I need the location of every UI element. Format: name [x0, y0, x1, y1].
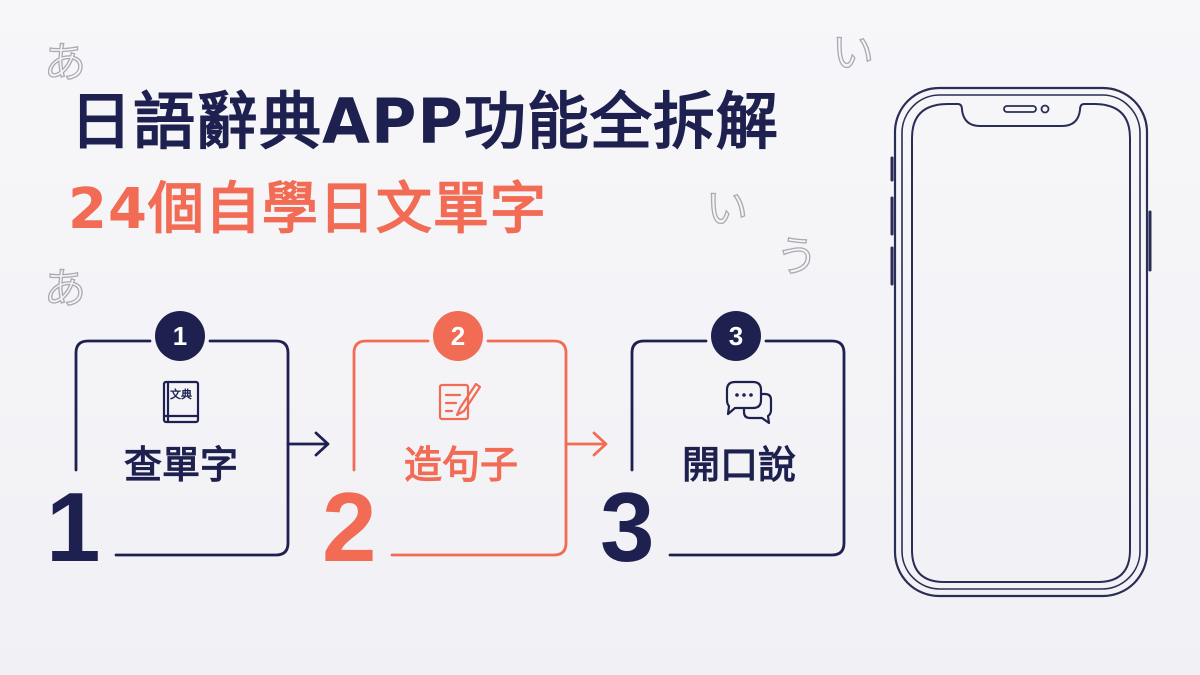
note-pencil-icon — [438, 382, 482, 421]
chat-bubbles-icon — [725, 380, 773, 425]
step-2-frame — [352, 339, 568, 557]
page-subtitle: 24個自學日文單字 — [68, 177, 547, 242]
step-3-label: 開口說 — [682, 443, 797, 487]
step-2-label: 造句子 — [404, 443, 519, 487]
step-1-badge — [155, 311, 205, 361]
step-2-number: 2 — [322, 472, 377, 582]
kana-i-top: い — [831, 28, 875, 77]
step-1-label: 查單字 — [124, 443, 239, 487]
step-1-number: 1 — [46, 472, 101, 582]
arrow-2-to-3 — [564, 431, 608, 457]
dictionary-book-label: 文典 — [170, 388, 192, 401]
kana-a-bottom: あ — [43, 264, 87, 313]
step-1-frame — [74, 339, 290, 557]
kana-i-mid: い — [705, 184, 749, 233]
dictionary-book-icon — [162, 380, 200, 424]
step-1-badge-number: 1 — [172, 321, 188, 351]
kana-a-top: あ — [43, 38, 87, 87]
step-3-badge — [711, 311, 761, 361]
phone-illustration — [890, 86, 1152, 598]
step-3-number: 3 — [600, 472, 655, 582]
step-2-badge-number: 2 — [450, 321, 466, 351]
step-3-frame — [630, 339, 846, 557]
step-3-badge-number: 3 — [728, 321, 744, 351]
step-2-badge — [433, 311, 483, 361]
chat-dots — [735, 393, 753, 397]
kana-u: う — [775, 232, 819, 281]
page-title: 日語辭典APP功能全拆解 — [70, 85, 779, 158]
arrow-1-to-2 — [286, 431, 330, 457]
